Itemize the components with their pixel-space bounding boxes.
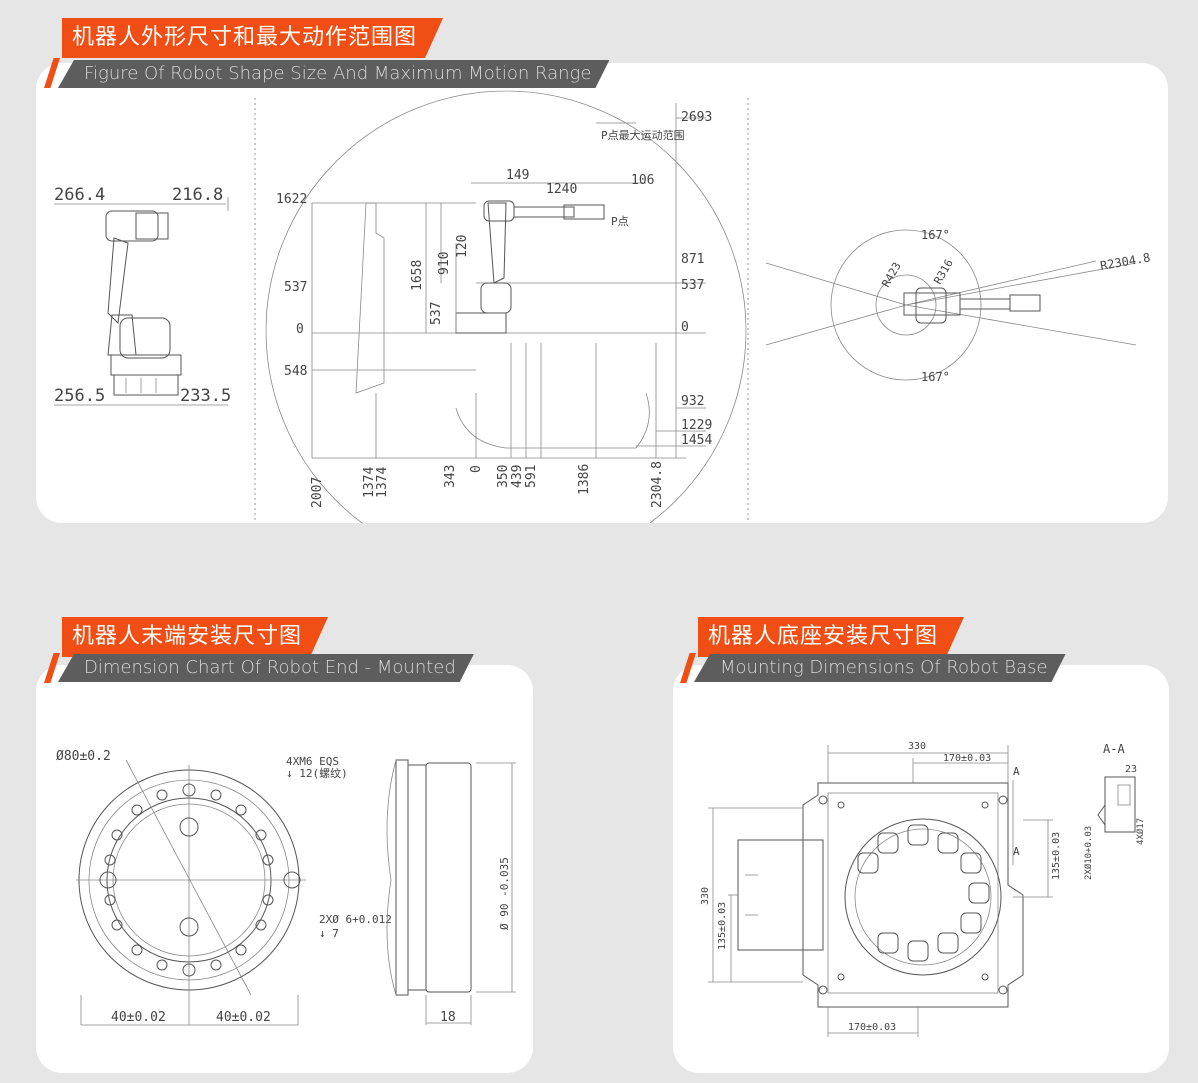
end-t18: 18 [440, 1010, 456, 1025]
range-left-548: 548 [284, 364, 307, 379]
top-angle-2: 167° [921, 370, 950, 384]
side-view-robot: 266.4 216.8 256.5 233.5 [54, 185, 231, 406]
end-mount-title-en: Dimension Chart Of Robot End - Mounted [58, 654, 474, 682]
base-h135b: 135±0.03 [1051, 832, 1062, 880]
range-bottom-6: 439 [510, 465, 525, 488]
range-top: 2693 [681, 110, 712, 125]
base-mount-title-en: Mounting Dimensions Of Robot Base [694, 654, 1066, 682]
base-hole10: 2XØ10+0.03 [1083, 826, 1094, 880]
end-m6: 4XM6 EQS [286, 755, 339, 768]
base-a-bot: A [1013, 845, 1020, 858]
range-bottom-9: 2304.8 [650, 461, 665, 508]
range-v537b: 537 [429, 302, 444, 325]
base-w170: 170±0.03 [943, 753, 991, 764]
range-bottom-8: 1386 [577, 464, 592, 495]
end-dia90: Ø 90 -0.035 [498, 857, 511, 930]
range-left-537: 537 [284, 280, 307, 295]
motion-range-card [36, 63, 1168, 523]
side-dim-bottom-left: 256.5 [54, 386, 105, 406]
end-w2: 40±0.02 [216, 1010, 271, 1025]
range-p-point: P点 [611, 215, 629, 228]
range-bottom-3: 343 [443, 465, 458, 488]
end-mount-card [36, 665, 533, 1073]
motion-range-title-cn: 机器人外形尺寸和最大动作范围图 [62, 18, 443, 58]
motion-range-title-en: Figure Of Robot Shape Size And Maximum M… [58, 60, 609, 88]
top-angle-1: 167° [921, 228, 950, 242]
base-mount-drawing: 330 170±0.03 170±0.03 330 135±0.03 135±0… [700, 741, 1146, 1037]
top-view: 167° 167° R423 R316 R2304.8 [765, 228, 1151, 384]
range-bottom-1: 1374 [362, 467, 377, 498]
range-p-label: P点最大运动范围 [601, 128, 685, 142]
range-bottom-5: 350 [496, 465, 511, 488]
range-right-537: 537 [681, 278, 704, 293]
range-d149: 149 [506, 168, 529, 183]
top-r423: R423 [879, 260, 904, 289]
base-mount-card [673, 665, 1169, 1073]
range-right-871: 871 [681, 252, 704, 267]
range-bottom-4: 0 [469, 465, 484, 473]
range-bottom-2: 1374 [375, 467, 390, 498]
range-d106: 106 [631, 173, 654, 188]
range-left-1622: 1622 [276, 192, 307, 207]
range-v910: 910 [437, 252, 452, 275]
end-dia80: Ø80±0.2 [56, 749, 111, 764]
base-h135: 135±0.03 [717, 902, 728, 950]
range-d1240: 1240 [546, 182, 577, 197]
end-pin-depth: ↓ 7 [319, 927, 339, 940]
end-mount-drawing: Ø80±0.2 4XM6 EQS ↓ 12(螺纹) 2XØ 6+0.012 ↓ … [56, 749, 516, 1026]
bolt-holes [99, 783, 301, 977]
end-mount-title-cn: 机器人末端安装尺寸图 [62, 617, 328, 657]
range-bottom-0: 2007 [310, 477, 325, 508]
top-r316: R316 [931, 257, 956, 286]
range-bottom-7: 591 [524, 465, 539, 488]
end-pin: 2XØ 6+0.012 [319, 913, 392, 926]
range-right-932: 932 [681, 394, 704, 409]
base-a-top: A [1013, 765, 1020, 778]
side-dim-top-right: 216.8 [172, 185, 223, 205]
base-h330: 330 [700, 887, 711, 905]
base-hole17: 4XØ17 [1135, 818, 1146, 845]
range-right-0: 0 [681, 320, 689, 335]
range-left-0: 0 [296, 322, 304, 337]
end-m6-depth: ↓ 12(螺纹) [286, 766, 348, 780]
end-side-profile [386, 759, 516, 1025]
range-v120: 120 [455, 235, 470, 258]
base-mount-title-cn: 机器人底座安装尺寸图 [698, 617, 964, 657]
base-d23: 23 [1125, 764, 1137, 775]
top-r2304: R2304.8 [1099, 250, 1151, 273]
range-v1658: 1658 [410, 260, 425, 291]
range-right-1229: 1229 [681, 418, 712, 433]
end-w1: 40±0.02 [111, 1010, 166, 1025]
motion-range-drawing: 266.4 216.8 256.5 233.5 [54, 63, 1151, 523]
base-w170b: 170±0.03 [848, 1022, 896, 1033]
side-dim-top-left: 266.4 [54, 185, 105, 205]
base-aa: A-A [1103, 742, 1125, 756]
side-dim-bottom-right: 233.5 [180, 386, 231, 406]
base-w330: 330 [908, 741, 926, 752]
base-holes [857, 824, 990, 962]
range-right-1454: 1454 [681, 433, 712, 448]
range-view: 2693 P点最大运动范围 P点 149 1240 106 1622 537 0… [266, 91, 746, 523]
